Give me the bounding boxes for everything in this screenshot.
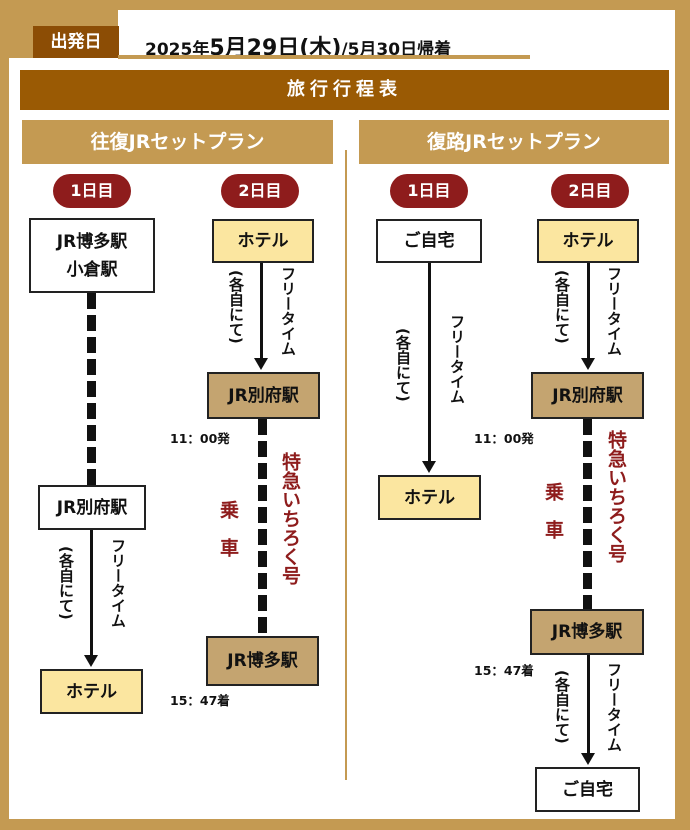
arrow-head-icon xyxy=(581,358,595,370)
start-box-hotel: ホテル xyxy=(212,219,314,263)
walk-arrow-line xyxy=(587,655,590,753)
free-time-note: フリータイム xyxy=(448,314,466,404)
train-route-line xyxy=(87,293,96,485)
own-arrangement-note: (各自にて) xyxy=(553,670,571,744)
departure-badge: 出発日 xyxy=(33,26,119,58)
own-arrangement-note: (各自にて) xyxy=(553,270,571,344)
ride-label: 乗 車 xyxy=(217,500,239,563)
date-underline xyxy=(118,55,530,59)
walk-arrow-line xyxy=(90,530,93,655)
train-route-line xyxy=(583,419,592,609)
station-box-hakata: JR博多駅 xyxy=(530,609,644,655)
arrow-head-icon xyxy=(84,655,98,667)
arrow-head-icon xyxy=(422,461,436,473)
walk-arrow-line xyxy=(260,263,263,358)
destination-box-hotel: ホテル xyxy=(40,669,143,714)
itinerary-title-banner: 旅行行程表 xyxy=(20,70,669,110)
start-box-home: ご自宅 xyxy=(376,219,482,263)
free-time-note: フリータイム xyxy=(109,538,127,628)
day-badge-2: 2日目 xyxy=(221,174,299,208)
station-box-beppu: JR別府駅 xyxy=(38,485,146,530)
train-route-line xyxy=(258,419,267,636)
departure-time: 11：00発 xyxy=(170,431,230,446)
arrow-head-icon xyxy=(254,358,268,370)
free-time-note: フリータイム xyxy=(279,266,297,356)
departure-time: 11：00発 xyxy=(474,431,534,446)
destination-box-home: ご自宅 xyxy=(535,767,640,812)
free-time-note: フリータイム xyxy=(605,266,623,356)
day-badge-1: 1日目 xyxy=(390,174,468,208)
own-arrangement-note: (各自にて) xyxy=(227,270,245,344)
start-box-hotel: ホテル xyxy=(537,219,639,263)
destination-box-hotel: ホテル xyxy=(378,475,481,520)
own-arrangement-note: (各自にて) xyxy=(57,546,75,620)
station-box-hakata-kokura: JR博多駅 小倉駅 xyxy=(29,218,155,293)
express-train-name: 特急いちろく号 xyxy=(605,430,627,563)
plan-divider xyxy=(345,150,347,780)
plan-title-roundtrip: 往復JRセットプラン xyxy=(22,120,333,164)
walk-arrow-line xyxy=(428,263,431,461)
free-time-note: フリータイム xyxy=(605,662,623,752)
own-arrangement-note: (各自にて) xyxy=(394,328,412,402)
day-badge-2: 2日目 xyxy=(551,174,629,208)
day-badge-1: 1日目 xyxy=(53,174,131,208)
arrival-time: 15：47着 xyxy=(474,663,534,678)
express-train-name: 特急いちろく号 xyxy=(279,452,301,585)
station-box-hakata: JR博多駅 xyxy=(206,636,319,686)
station-box-beppu: JR別府駅 xyxy=(207,372,320,419)
station-box-beppu: JR別府駅 xyxy=(531,372,644,419)
arrow-head-icon xyxy=(581,753,595,765)
arrival-time: 15：47着 xyxy=(170,693,230,708)
ride-label: 乗 車 xyxy=(542,482,564,545)
walk-arrow-line xyxy=(587,263,590,358)
plan-title-return: 復路JRセットプラン xyxy=(359,120,669,164)
